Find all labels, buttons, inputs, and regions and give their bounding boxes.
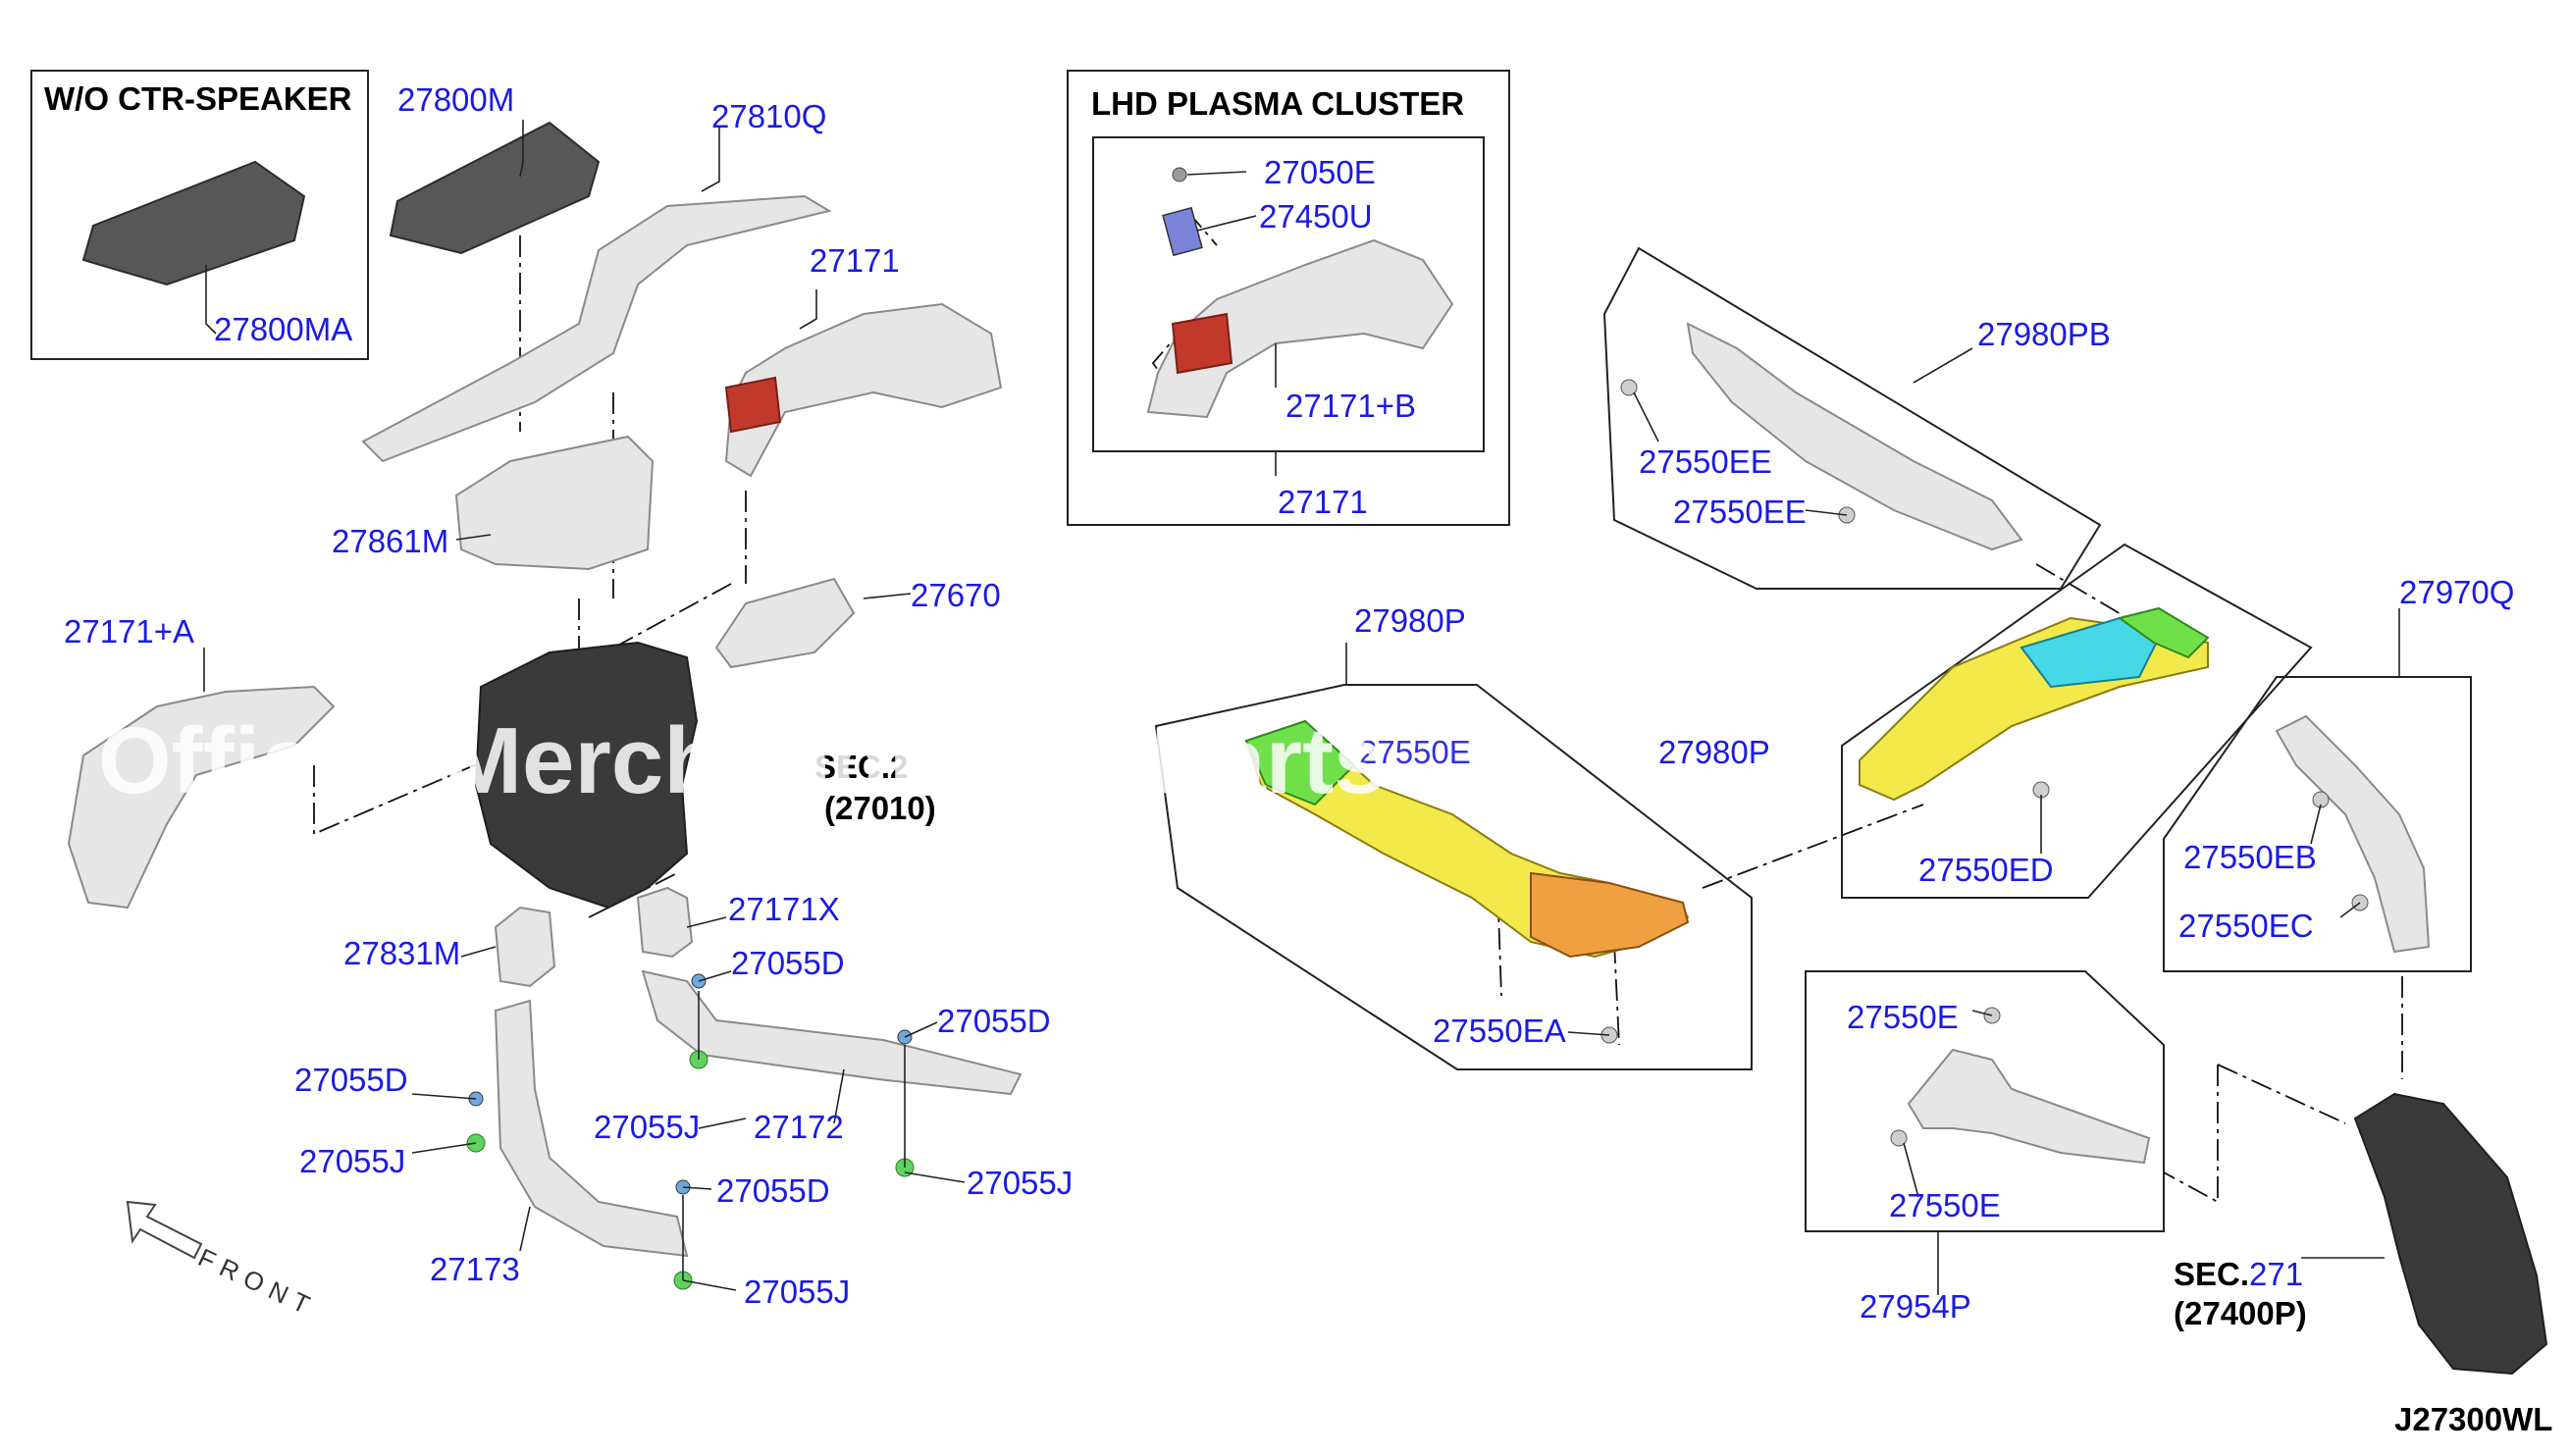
label-27670: 27670 (911, 577, 1001, 613)
part-27861m (454, 435, 655, 571)
label-27171a: 27171+A (64, 613, 194, 650)
label-27055d-3: 27055D (294, 1062, 408, 1098)
watermark: Official Merchandise ... Parts (98, 708, 1386, 813)
label-27550eb: 27550EB (2183, 839, 2317, 875)
part-27172 (641, 969, 1023, 1096)
part-labels: 27800M 27810Q 27800MA 27171 27861M 27670… (64, 81, 2514, 1325)
label-27550e-1: 27550E (1847, 999, 1959, 1035)
front-label: FRONT (193, 1242, 321, 1323)
arrow-icon (126, 1200, 203, 1260)
label-27055d-1: 27055D (731, 945, 845, 981)
sec-270-code: (27010) (824, 790, 936, 826)
part-27171 (724, 302, 1003, 478)
label-27980pb: 27980PB (1977, 316, 2111, 352)
leader-lines (203, 120, 2400, 1295)
part-27800ma (81, 160, 306, 286)
label-27954p: 27954P (1860, 1288, 1971, 1325)
part-27980p-end-left (1244, 719, 1356, 806)
label-27550-partial: 27550E (1359, 734, 1471, 770)
part-27171a (67, 685, 336, 910)
part-27171x (636, 886, 694, 959)
label-27173: 27173 (430, 1251, 520, 1287)
box-27980p (1154, 684, 1753, 1070)
seal-27171b (1171, 312, 1233, 375)
label-27171-top: 27171 (810, 242, 900, 279)
label-27450u: 27450U (1259, 198, 1373, 234)
part-27980p-end-right (1530, 871, 1690, 959)
label-27550ea: 27550EA (1433, 1013, 1566, 1049)
label-27055d-2: 27055D (937, 1003, 1051, 1039)
part-27810q (361, 194, 832, 463)
box-27970q (2163, 676, 2472, 972)
label-27550e-2: 27550E (1889, 1187, 2001, 1223)
label-27800ma: 27800MA (214, 311, 352, 347)
label-27980p: 27980P (1354, 602, 1466, 639)
part-27980pa-mid (2019, 616, 2161, 689)
label-27550ee-1: 27550EE (1639, 443, 1772, 480)
sec-271-label: SEC.271 (2174, 1256, 2303, 1292)
part-27980pa-end (2117, 606, 2210, 659)
label-27861m: 27861M (332, 523, 448, 559)
sec-labels: SEC.2 (27010) SEC.271 (27400P) J27300WL (814, 749, 2552, 1437)
label-27055j-1: 27055J (299, 1143, 405, 1179)
seal-27171 (724, 376, 782, 434)
part-27450u (1162, 206, 1203, 257)
label-27550ec: 27550EC (2178, 908, 2314, 944)
label-27550ee-2: 27550EE (1673, 494, 1807, 530)
box-title-lhd-plasma-cluster: LHD PLASMA CLUSTER (1091, 85, 1464, 122)
box-title-wo-ctr-speaker: W/O CTR-SPEAKER (44, 80, 352, 117)
label-27810q: 27810Q (711, 98, 826, 134)
part-27954p (1907, 1048, 2151, 1165)
box-lhd-plasma-cluster: LHD PLASMA CLUSTER (1067, 70, 1510, 526)
part-27800m (389, 121, 601, 255)
label-27055j-4: 27055J (744, 1274, 850, 1310)
part-27831m (494, 906, 556, 988)
part-27980pb (1686, 322, 2023, 551)
box-27980pb (1602, 246, 2102, 590)
label-27055d-4: 27055D (716, 1172, 830, 1209)
part-sec271-unit (2353, 1092, 2548, 1376)
sec-271-code: (27400P) (2174, 1295, 2307, 1331)
part-27050e (1172, 167, 1187, 182)
sec-271-number: 271 (2249, 1256, 2303, 1292)
label-27970q: 27970Q (2399, 574, 2514, 610)
part-27670 (714, 577, 856, 669)
label-27055j-3: 27055J (967, 1165, 1073, 1201)
label-27050e: 27050E (1264, 154, 1376, 190)
sec-271-prefix: SEC. (2174, 1256, 2249, 1292)
diagram-code: J27300WL (2394, 1401, 2552, 1437)
box-27980pa (1841, 543, 2313, 899)
label-27831m: 27831M (343, 935, 460, 971)
label-27172: 27172 (754, 1109, 844, 1145)
label-27171x: 27171X (728, 891, 840, 927)
part-heater-unit (474, 641, 699, 910)
front-arrow: FRONT (126, 1200, 322, 1323)
box-wo-ctr-speaker: W/O CTR-SPEAKER (30, 70, 369, 360)
label-27980-partial: 27980P (1658, 734, 1770, 770)
label-27171-box: 27171 (1278, 484, 1368, 520)
label-27550ed: 27550ED (1918, 852, 2054, 888)
part-27173 (494, 999, 689, 1258)
box-27954p (1805, 970, 2165, 1232)
sec-270-partial: SEC.2 (814, 749, 908, 785)
label-27171b: 27171+B (1285, 388, 1416, 424)
label-27800m: 27800M (397, 81, 514, 118)
label-27055j-2: 27055J (594, 1109, 700, 1145)
